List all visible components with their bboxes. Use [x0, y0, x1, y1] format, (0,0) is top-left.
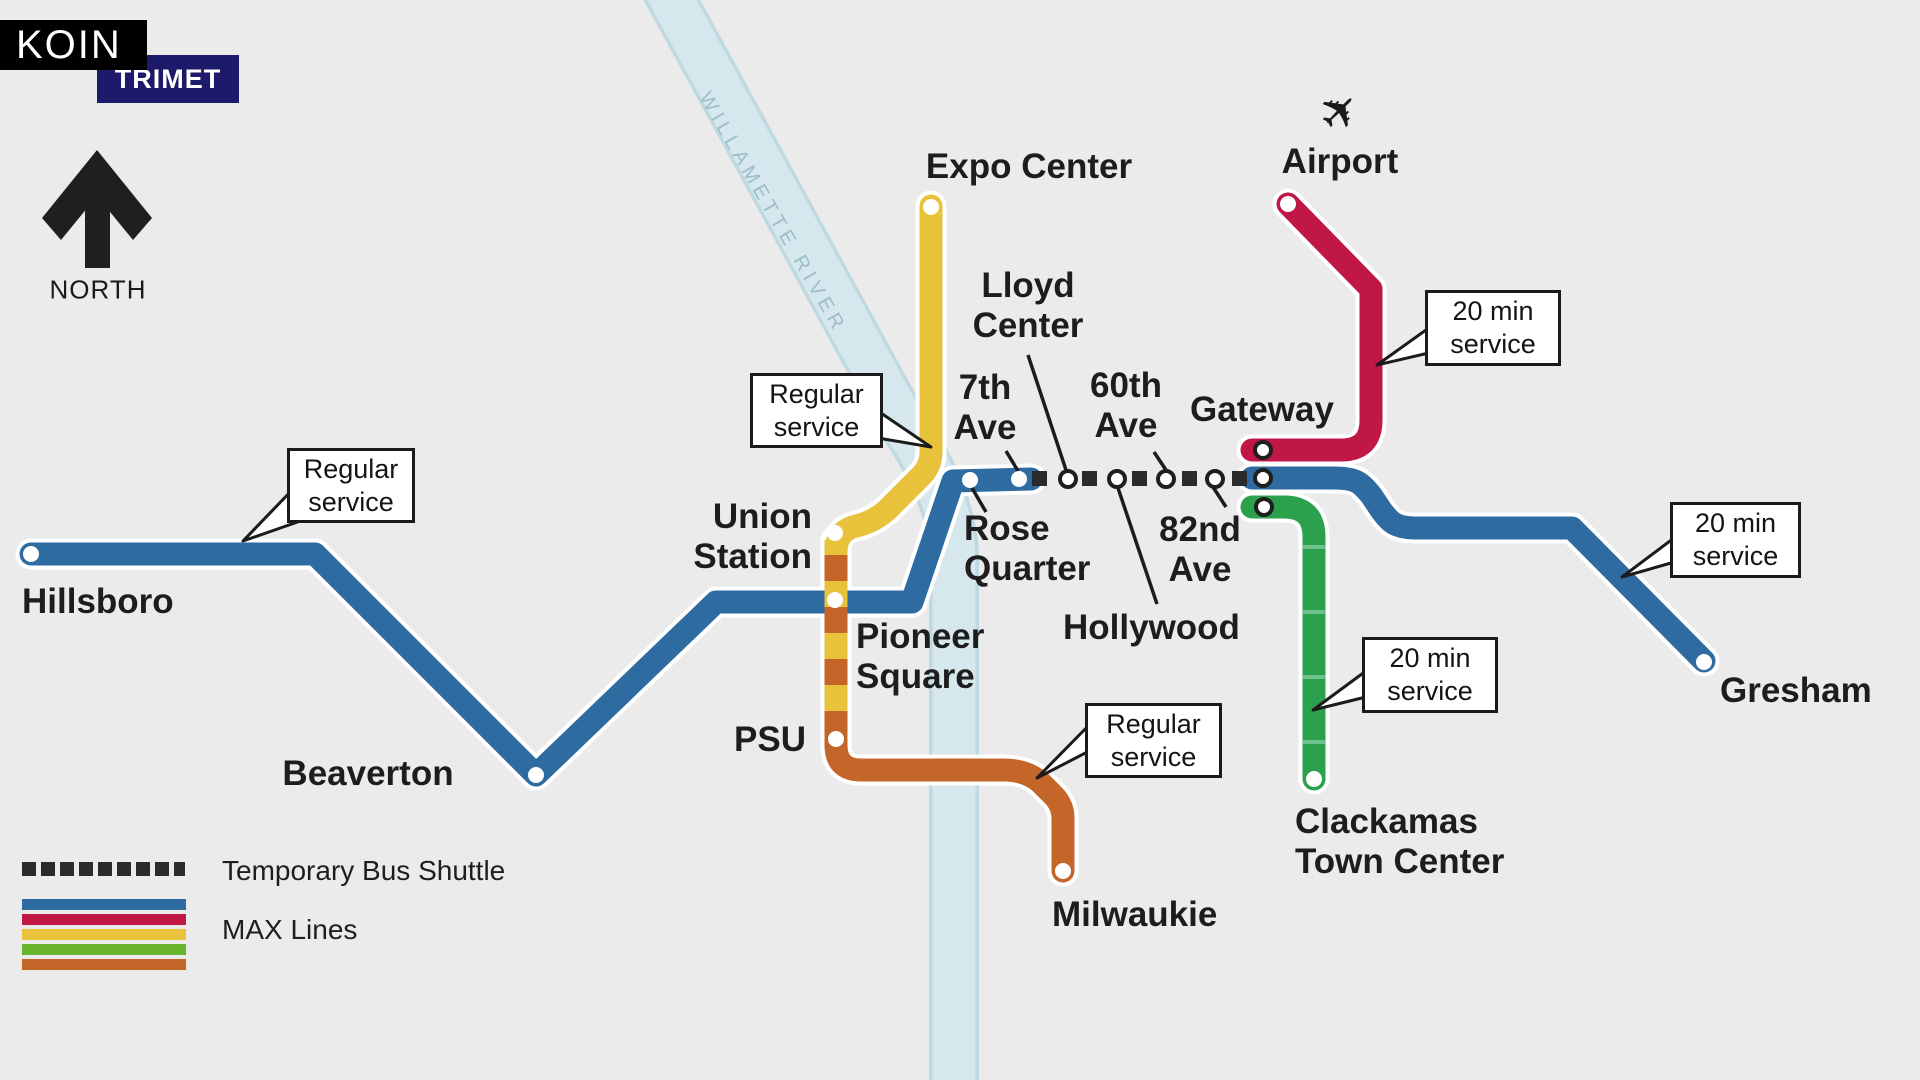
station-label-gateway: Gateway	[1190, 390, 1334, 430]
station-label-lloyd-center: Lloyd Center	[972, 266, 1084, 345]
north-label: NORTH	[49, 274, 147, 305]
station-marker-pioneer-square	[827, 592, 843, 608]
callout-pointers	[241, 323, 1680, 780]
legend-bar-orange	[22, 959, 186, 970]
station-marker-82nd-ave	[1205, 469, 1225, 489]
station-marker-beaverton	[528, 767, 544, 783]
station-label-7th-ave: 7th Ave	[953, 368, 1017, 447]
legend-shuttle-swatch	[22, 862, 185, 876]
station-label-hollywood: Hollywood	[1063, 608, 1240, 648]
station-label-airport: Airport	[1281, 142, 1399, 182]
callout-20min-service-airport: 20 min service	[1425, 290, 1561, 366]
legend-max-label: MAX Lines	[222, 914, 358, 945]
station-label-beaverton: Beaverton	[282, 754, 454, 794]
legend-shuttle-label: Temporary Bus Shuttle	[222, 855, 506, 886]
station-marker-airport	[1280, 196, 1296, 212]
station-label-82nd-ave: 82nd Ave	[1159, 510, 1241, 589]
legend-bar-yellow	[22, 929, 186, 940]
callout-20min-service-clackamas: 20 min service	[1362, 637, 1498, 713]
legend-bar-green	[22, 944, 186, 955]
station-label-union-station: Union Station	[693, 497, 812, 576]
legend-bar-blue	[22, 899, 186, 910]
station-marker-hillsboro	[23, 546, 39, 562]
station-marker-gateway-red	[1253, 440, 1273, 460]
blue-line-west	[19, 467, 1043, 787]
station-marker-gresham	[1696, 654, 1712, 670]
station-marker-gateway-green	[1254, 497, 1274, 517]
callout-regular-service-yellow: Regular service	[750, 373, 883, 448]
station-label-psu: PSU	[734, 720, 806, 760]
station-label-pioneer-square: Pioneer Square	[856, 617, 985, 696]
station-label-gresham: Gresham	[1720, 671, 1872, 711]
koin-logo: KOIN	[0, 20, 147, 70]
station-marker-union-station	[827, 525, 843, 541]
station-marker-7th-ave	[1011, 471, 1027, 487]
temporary-bus-shuttle-dashes	[1032, 471, 1247, 486]
station-marker-expo-center	[923, 199, 939, 215]
station-label-milwaukie: Milwaukie	[1052, 895, 1218, 935]
callout-regular-service-milwaukie: Regular service	[1085, 703, 1222, 778]
north-arrow-icon	[42, 150, 152, 268]
legend-bar-red	[22, 914, 186, 925]
green-line-ticks	[1303, 545, 1325, 744]
callout-regular-service-hillsboro: Regular service	[287, 448, 415, 523]
station-markers	[23, 196, 1712, 879]
station-marker-gateway-blue	[1253, 468, 1273, 488]
red-line	[1240, 192, 1383, 462]
station-marker-lloyd-center	[1058, 469, 1078, 489]
station-marker-hollywood	[1107, 469, 1127, 489]
station-marker-milwaukie	[1055, 863, 1071, 879]
station-label-rose-quarter: Rose Quarter	[964, 509, 1091, 588]
station-marker-clackamas	[1306, 771, 1322, 787]
station-marker-rose-quarter	[962, 472, 978, 488]
orange-line	[824, 728, 1075, 883]
green-line	[1240, 495, 1326, 791]
station-label-clackamas-town-center: Clackamas Town Center	[1295, 802, 1505, 881]
callout-20min-service-gresham: 20 min service	[1670, 502, 1801, 578]
station-marker-60th-ave	[1156, 469, 1176, 489]
station-marker-psu	[828, 731, 844, 747]
station-label-expo-center: Expo Center	[925, 147, 1133, 187]
station-label-60th-ave: 60th Ave	[1090, 366, 1162, 445]
blue-line-east	[1240, 466, 1716, 673]
station-pointer-lines	[970, 354, 1228, 605]
station-label-hillsboro: Hillsboro	[22, 582, 174, 622]
